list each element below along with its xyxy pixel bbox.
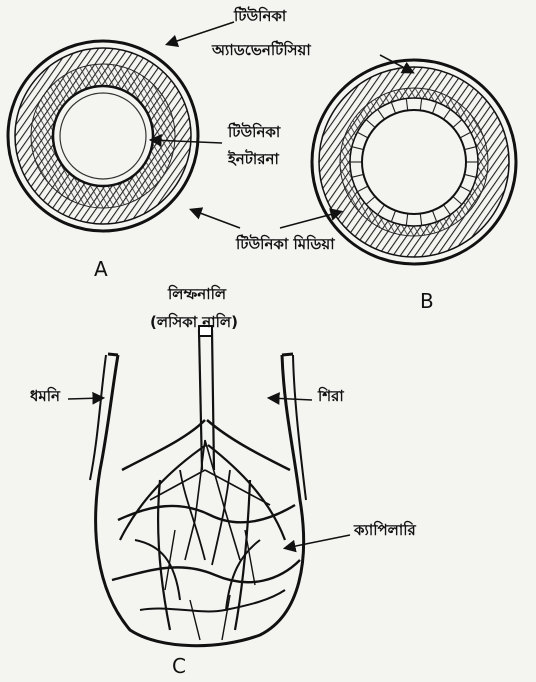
capillary-bed [90,326,306,646]
label-capillary: ক্যাপিলারি [354,522,416,539]
label-vein: শিরা [318,388,344,405]
label-lymph-vessel-2: (লসিকা নালি) [150,314,238,331]
label-tunica-adventitia-2: অ্যাডভেনটিসিয়া [212,42,311,59]
arrow-vein [270,398,312,400]
figure-letter-b: B [420,290,434,313]
figure-letter-c: C [172,655,186,678]
arrow-capillary [286,535,350,548]
vein-cross-section [312,60,516,264]
label-tunica-intima-2: ইনটারনা [228,151,279,168]
arrow-artery [68,398,102,399]
artery-cross-section [8,41,198,231]
label-lymph-vessel-1: লিম্ফনালি [168,286,226,303]
figure-letter-a: A [94,258,108,281]
label-tunica-intima-1: টিউনিকা [228,124,280,141]
label-artery: ধমনি [30,388,60,405]
label-tunica-media: টিউনিকা মিডিয়া [236,236,335,253]
label-tunica-adventitia-1: টিউনিকা [234,8,286,25]
arrow-media-a [192,210,240,228]
